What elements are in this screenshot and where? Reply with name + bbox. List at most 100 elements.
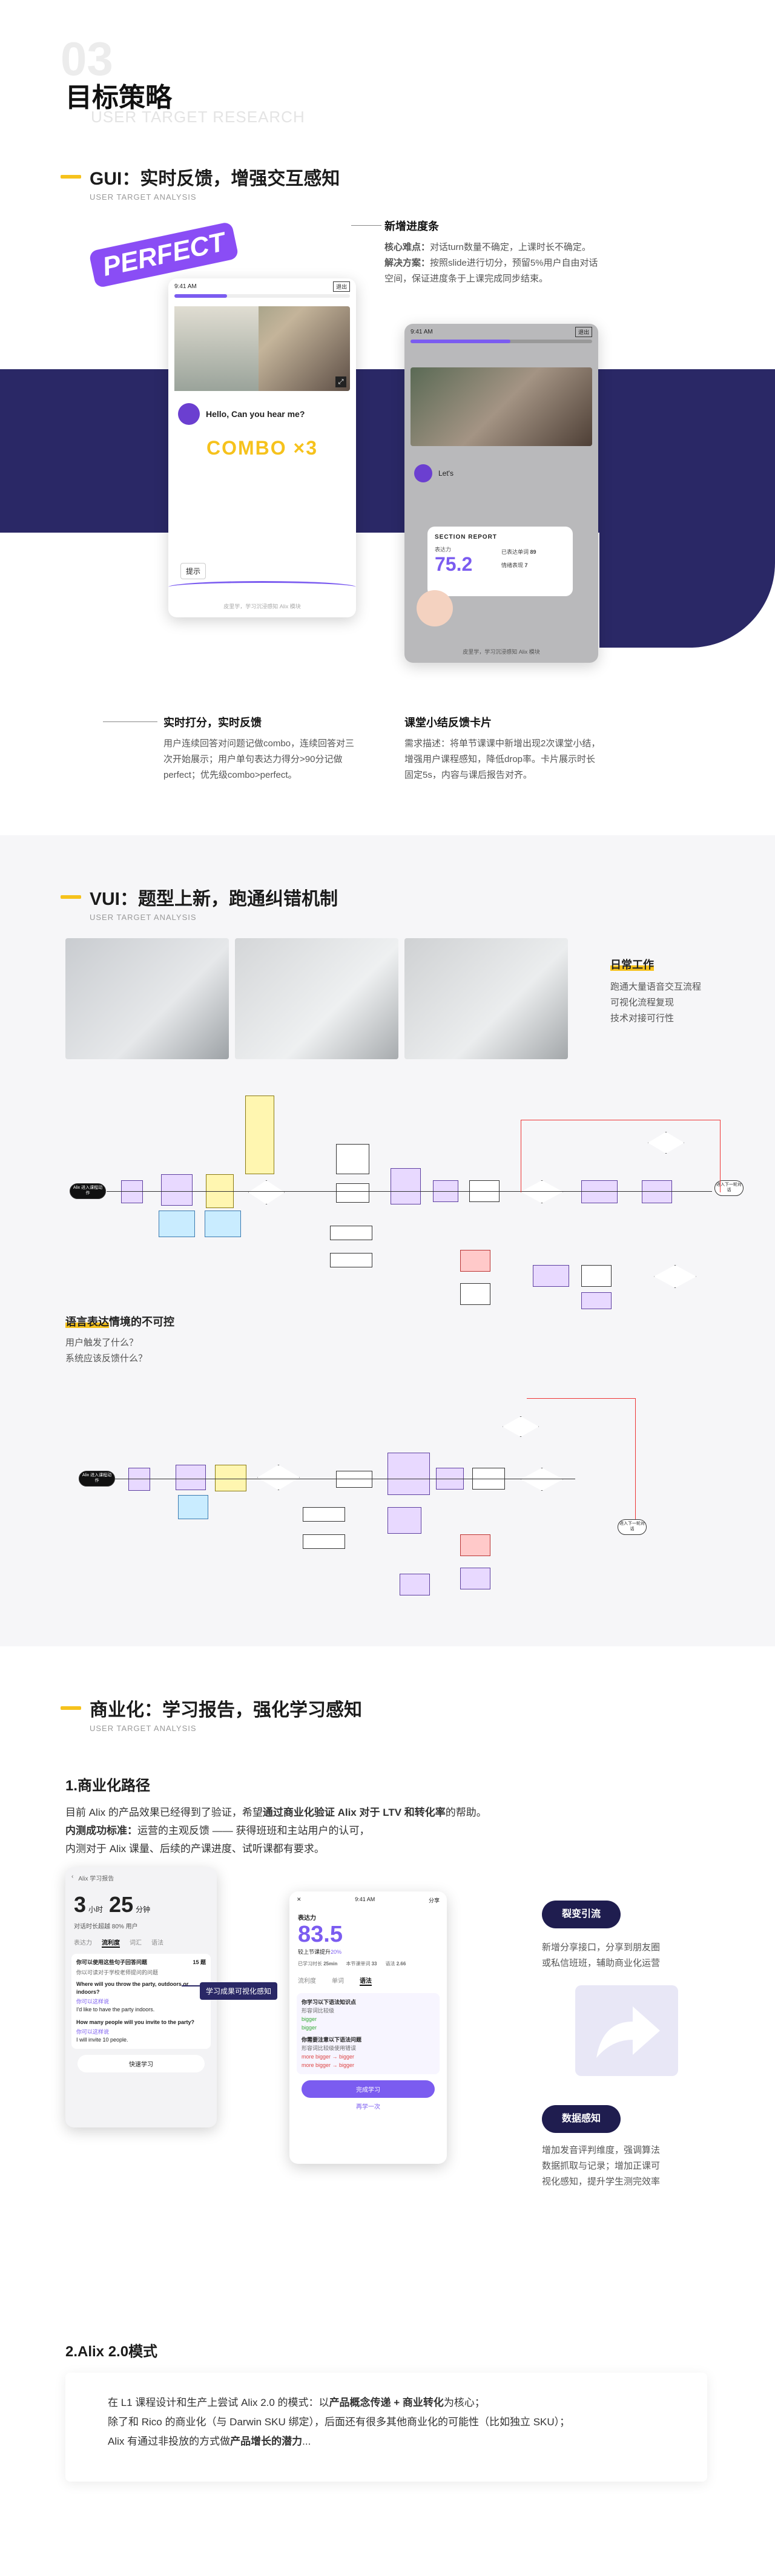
flow-doc (178, 1495, 208, 1519)
title-bar (61, 175, 81, 179)
report-caption: Alix 学习报告 (78, 1876, 114, 1882)
flow-step (330, 1253, 372, 1267)
page-title: 目标策略 (65, 83, 172, 113)
title-bar (61, 1706, 81, 1710)
flow-step (336, 1471, 372, 1488)
flow-note (215, 1465, 246, 1491)
flow-red-loop (527, 1398, 636, 1519)
classroom-video (411, 367, 592, 446)
exit-button[interactable]: 退出 (332, 281, 350, 292)
mins-unit: 分钟 (136, 1905, 151, 1914)
qa-item: Where will you throw the party, outdoors… (76, 1980, 206, 2014)
data-text: 增加发音评判维度，强调算法 数据抓取与记录；增加正课可 视化感知，提升学生测完效… (542, 2143, 717, 2190)
greeting-text: Hello, Can you hear me? (206, 409, 305, 419)
time-label: 9:41 AM (174, 283, 197, 290)
callout-progress-label1: 核心难点： (384, 242, 430, 252)
data-line: 增加发音评判维度，强调算法 (542, 2145, 661, 2155)
wrong-item: more bigger → bigger (302, 2062, 355, 2068)
flow-step (460, 1568, 490, 1589)
stat-value: 2.66 (396, 1961, 406, 1966)
avatar (178, 403, 200, 425)
data-pill: 数据感知 (542, 2105, 621, 2133)
tab-fluency[interactable]: 流利度 (102, 1937, 120, 1948)
share-button[interactable]: 分享 (428, 1898, 440, 1904)
vui-title: VUI：题型上新，跑通纠错机制 (90, 889, 338, 909)
qa-answer-label: 你可以这样说 (76, 1999, 110, 2005)
qa-item: How many people will you invite to the p… (76, 2019, 206, 2044)
data-line: 视化感知，提升学生测完效率 (542, 2177, 661, 2187)
close-icon[interactable]: ✕ (297, 1896, 302, 1902)
qa-answer: I'd like to have the party indoors. (76, 2006, 155, 2012)
arrow-connector (182, 1985, 200, 1986)
callout-progress-title: 新增进度条 (384, 220, 439, 232)
arrow-label: 学习成果可视化感知 (200, 1982, 278, 2000)
exit-button[interactable]: 退出 (575, 326, 592, 337)
callout-progress-text1: 对话turn数量不确定，上课时长不确定。 (430, 242, 591, 252)
qa-answer-label: 你可以这样说 (76, 2029, 110, 2035)
qa-question: How many people will you invite to the p… (76, 2019, 195, 2025)
tab-fluency[interactable]: 流利度 (298, 1978, 316, 1985)
wrong-item: 形容词比较级使用错误 (302, 2045, 357, 2051)
callout-report-text: 需求描述：将单节课课中新增出现2次课堂小结，增强用户课程感知，降低drop率。卡… (404, 738, 601, 780)
daily-line: 技术对接可行性 (610, 1013, 674, 1024)
flow-connectors (107, 1191, 712, 1192)
expand-icon[interactable]: ⤢ (335, 376, 346, 387)
tab-grammar[interactable]: 语法 (151, 1940, 163, 1947)
flow-red-loop (521, 1120, 721, 1192)
phone-footer: 皮里学，学习沉浸感知 Alix 模块 (463, 649, 540, 655)
gui-title: GUI：实时反馈，增强交互感知 (90, 169, 340, 189)
flow-step (388, 1453, 430, 1495)
page-header: 03 目标策略 USER TARGET RESEARCH (0, 0, 775, 139)
biz-section: 商业化：学习报告，强化学习感知 USER TARGET ANALYSIS 1.商… (0, 1646, 775, 2576)
s2-card: 在 L1 课程设计和生产上尝试 Alix 2.0 的模式：以产品概念传递 + 商… (65, 2373, 707, 2482)
complete-button[interactable]: 完成学习 (302, 2080, 435, 2098)
callout-report: 课堂小结反馈卡片 需求描述：将单节课课中新增出现2次课堂小结，增强用户课程感知，… (404, 714, 604, 783)
s2-text-bold: 产品概念传递 + 商业转化 (329, 2397, 444, 2408)
grammar-item: 形容词比较级 (302, 2008, 335, 2014)
phone-combo: 9:41 AM 退出 ⤢ Hello, Can you hear me? COM… (168, 278, 356, 617)
score-value: 83.5 (298, 1922, 343, 1947)
share-line: 新增分享接口，分享到朋友圈 (542, 1942, 661, 1953)
wrong-item: more bigger → bigger (302, 2054, 355, 2060)
tab-vocab[interactable]: 词汇 (130, 1940, 142, 1947)
connector-line (103, 721, 157, 722)
stat-label: 已学习时长 (298, 1961, 322, 1966)
share-arrow-icon (575, 1985, 678, 2076)
flow-step (161, 1174, 193, 1206)
progress-fill (411, 340, 510, 343)
tab-grammar[interactable]: 语法 (360, 1976, 372, 1986)
section-report-card: SECTION REPORT 表达力 75.2 已表达单词 89 情绪表现 7 (427, 527, 573, 596)
connector-line (351, 225, 381, 226)
title-bar (61, 895, 81, 899)
grammar-item: bigger (302, 2025, 317, 2031)
vui-section: VUI：题型上新，跑通纠错机制 USER TARGET ANALYSIS 日常工… (0, 835, 775, 1646)
flow-note (245, 1096, 274, 1174)
phone-score: ✕ 9:41 AM 分享 表达力 83.5 较上节课提升20% 已学习时长 25… (289, 1891, 447, 2164)
grammar-item: bigger (302, 2016, 317, 2022)
q-count: 15 题 (193, 1959, 206, 1965)
flow-step (581, 1265, 612, 1287)
back-icon[interactable]: ‹ (71, 1873, 74, 1880)
quick-study-button[interactable]: 快速学习 (78, 2055, 205, 2072)
report-desc: 对话时长超越 80% 用户 (74, 1924, 138, 1930)
flow-decision (654, 1265, 696, 1288)
s2-title: 2.Alix 2.0模式 (65, 2344, 158, 2360)
stat-value: 33 (371, 1961, 377, 1966)
s1-text: 目前 Alix 的产品效果已经得到了验证，希望 (65, 1807, 263, 1818)
hours-value: 3 (74, 1892, 87, 1917)
tab-words[interactable]: 单词 (332, 1978, 344, 1985)
flow-step (121, 1180, 143, 1203)
flow-step (388, 1507, 421, 1534)
flow-end: 进入下一轮对话 (714, 1180, 744, 1196)
biz-subtitle: USER TARGET ANALYSIS (90, 1724, 197, 1733)
navy-pill-end (599, 527, 775, 648)
tab-expression[interactable]: 表达力 (74, 1940, 92, 1947)
hint-button[interactable]: 提示 (180, 563, 206, 579)
grammar-title: 你学习以下语法知识点 (302, 1999, 357, 2005)
flow-doc (159, 1211, 195, 1237)
flow-step (581, 1292, 612, 1309)
s1-text: 的帮助。 (445, 1807, 487, 1818)
again-button[interactable]: 再学一次 (356, 2104, 380, 2111)
flow-step (533, 1265, 569, 1287)
biz-title: 商业化：学习报告，强化学习感知 (90, 1700, 362, 1720)
